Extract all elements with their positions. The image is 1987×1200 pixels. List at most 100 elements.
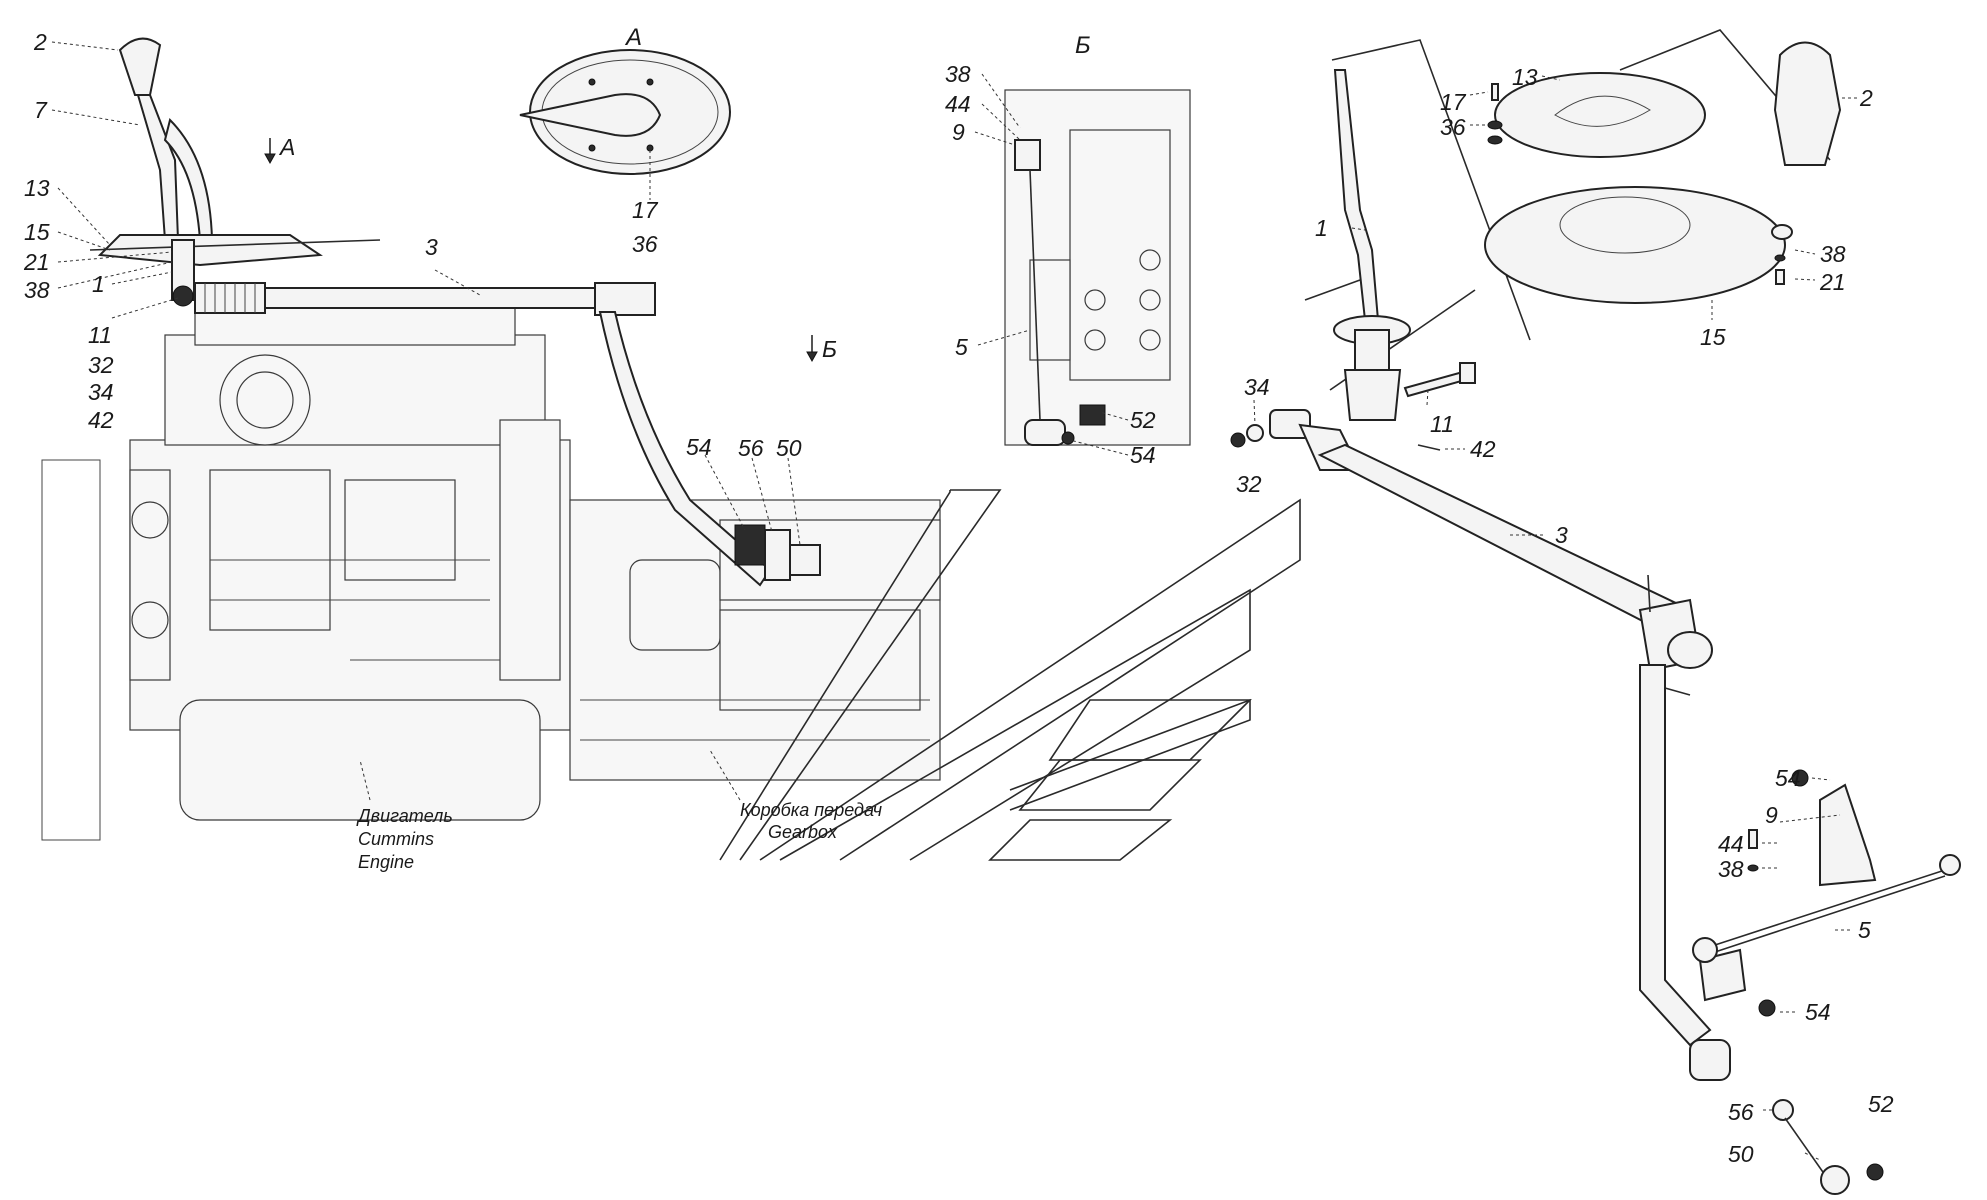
right-bent-rod [1639,664,1712,1047]
right-rod-end [1269,409,1311,439]
label-38b-right: 38 [1718,856,1744,882]
gearbox-projection-stripes [719,489,1301,861]
left-pivot-11 [172,285,194,307]
label-17-view-a: 17 [632,197,659,223]
label-3-right: 3 [1555,522,1568,548]
label-13-left: 13 [24,175,50,201]
right-fork [1343,369,1402,421]
caption-engine-1: Двигатель [356,806,453,826]
right-rod-5 [1714,869,1946,946]
left-shift-54 [734,524,766,566]
right-boot-plate-13 [1494,72,1706,158]
view-a-title: А [624,24,642,51]
part-labels: 2 7 13 15 21 38 1 11 32 34 42 3 54 56 50… [23,24,1894,1167]
right-washer-34 [1246,424,1264,442]
right-nut-52 [1866,1163,1884,1181]
left-shift-56 [764,529,791,581]
right-plate-15 [1484,186,1786,304]
view-b-detail [974,73,1191,456]
right-pin-21 [1775,269,1785,285]
label-3-left: 3 [425,234,438,260]
engine-block [41,304,571,841]
label-arrow-a: А [278,134,295,160]
label-21-right: 21 [1819,269,1846,295]
label-15-right: 15 [1700,324,1726,350]
label-15-left: 15 [24,219,50,245]
label-52-view-b: 52 [1130,407,1156,433]
left-knob-2 [118,37,162,96]
right-lever-1 [1333,69,1380,321]
right-washer-36 [1487,120,1503,130]
label-13-right: 13 [1512,64,1538,90]
label-54a-right: 54 [1775,765,1801,791]
label-arrow-b: Б [822,336,837,362]
left-leaders [51,41,801,546]
label-1-left: 1 [92,271,105,297]
right-rod-50 [1784,1117,1826,1176]
left-shift-50 [789,544,821,576]
engine-flywheel-side [499,419,561,681]
right-bolt-44 [1748,829,1758,849]
right-washer-38b [1747,864,1759,872]
caption-gearbox-1: Коробка передач [740,800,882,820]
right-cotter-42 [1417,444,1441,451]
caption-engine-3: Engine [358,852,414,872]
right-leaders [1253,75,1858,1161]
label-38-view-b: 38 [945,61,971,87]
label-54b-right: 54 [1805,999,1831,1025]
left-rod-joint [594,282,656,316]
left-lever-assembly [89,37,821,587]
label-1-right: 1 [1315,215,1328,241]
label-9-view-b: 9 [952,119,965,145]
right-exploded-assembly [1230,29,1961,1195]
caption-engine-2: Cummins [358,829,434,849]
right-nut-54a [1791,769,1809,787]
right-knob-2 [1773,41,1842,166]
label-36-view-a: 36 [632,231,658,257]
label-38-left: 38 [24,277,50,303]
label-11-right: 11 [1430,411,1454,437]
label-54-left: 54 [686,434,712,460]
label-32-right: 32 [1236,471,1262,497]
gearbox-cover [629,559,721,651]
label-32-left: 32 [88,352,114,378]
right-bolt-17 [1491,83,1499,101]
left-lever-7 [136,94,180,241]
label-38-right: 38 [1820,241,1846,267]
right-balljoint-50 [1820,1165,1850,1195]
right-bracket-9 [1819,783,1877,887]
engine-pulley [129,469,171,681]
label-2-left: 2 [33,29,47,55]
engine-fuel-pump [344,479,456,581]
label-56-right: 56 [1728,1099,1754,1125]
label-17-right: 17 [1440,89,1467,115]
view-b-title: Б [1075,32,1091,59]
label-7-left: 7 [34,97,48,123]
label-11-left: 11 [88,322,112,348]
label-54-view-b: 54 [1130,442,1156,468]
label-50-right: 50 [1728,1141,1754,1167]
label-52-right: 52 [1868,1091,1894,1117]
view-b-nut-52 [1079,404,1106,426]
right-nut-54b [1758,999,1776,1017]
engine-oil-pan [179,699,541,821]
right-collar [1689,1039,1731,1081]
label-2-right: 2 [1859,85,1873,111]
label-44-right: 44 [1718,831,1744,857]
label-36-right: 36 [1440,114,1466,140]
left-rod-3 [264,287,601,309]
view-b-bracket-9 [1014,139,1041,171]
left-bellows [194,282,266,314]
right-rod-3 [1317,443,1682,632]
view-a-detail [519,49,731,200]
label-34-right: 34 [1244,374,1270,400]
gearbox-side [719,609,921,711]
right-nut-56 [1772,1099,1794,1121]
captions: Двигатель Cummins Engine Коробка передач… [356,749,882,872]
engine-outline-ghost [41,459,101,841]
engine-panel [209,469,331,631]
label-42-left: 42 [88,407,114,433]
label-44-view-b: 44 [945,91,971,117]
